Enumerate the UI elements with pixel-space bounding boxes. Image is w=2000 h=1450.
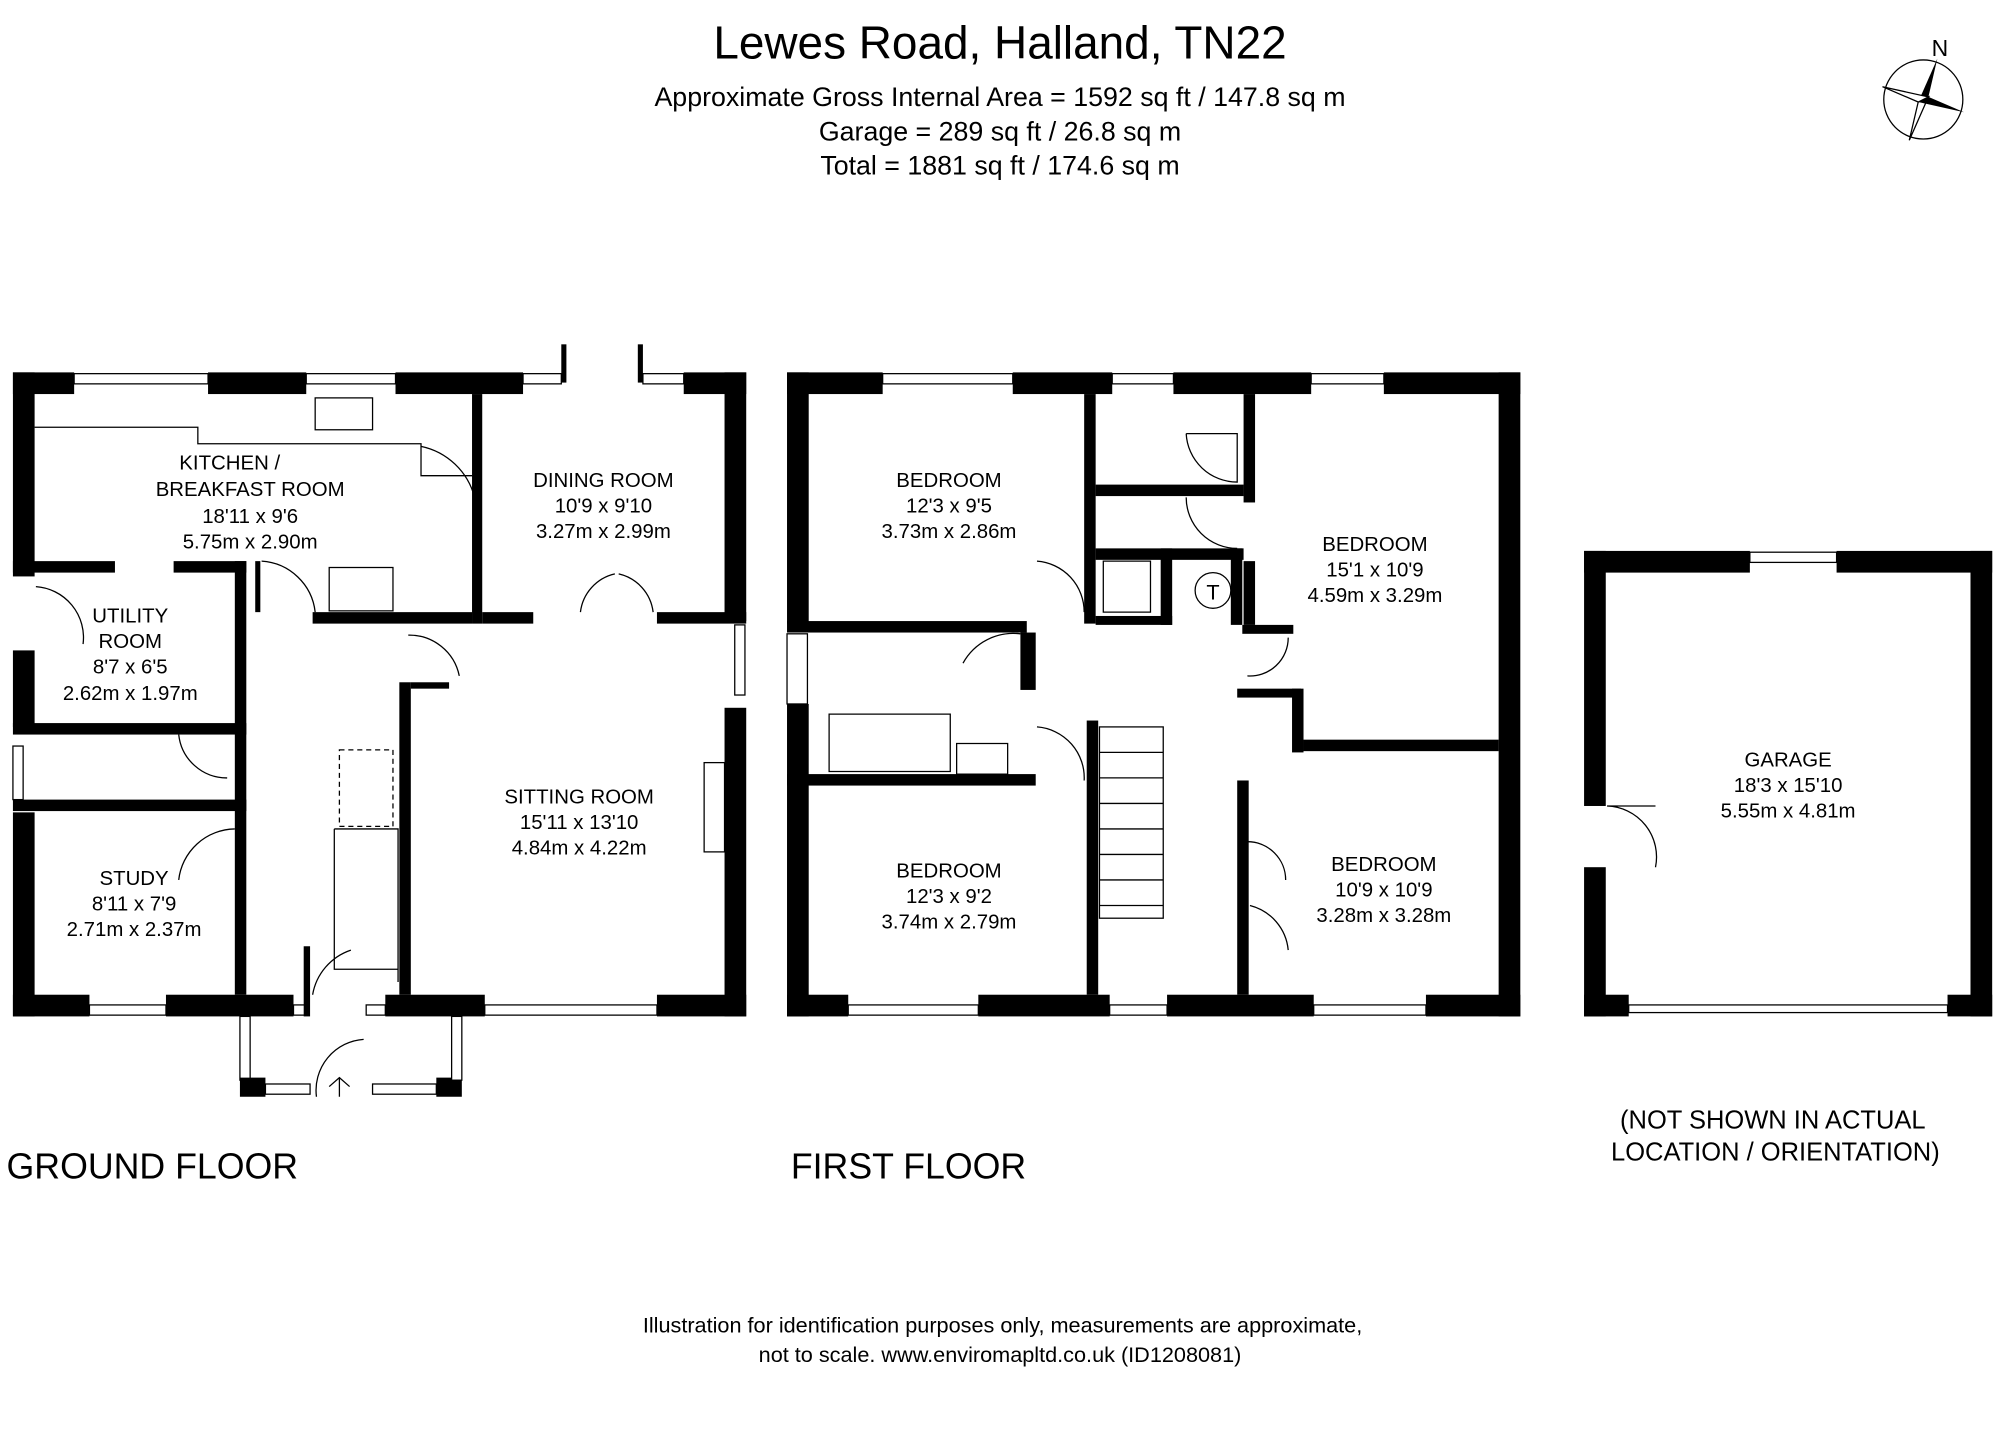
- ground-floor-plan: GROUND FLOOR KITCHEN / BREAKFAST ROOM 18…: [7, 344, 747, 1186]
- plan-title: Lewes Road, Halland, TN22: [713, 17, 1286, 69]
- svg-text:10'9 x 9'10: 10'9 x 9'10: [555, 496, 652, 518]
- svg-text:ROOM: ROOM: [99, 631, 162, 653]
- svg-text:10'9 x 10'9: 10'9 x 10'9: [1335, 880, 1432, 902]
- garage-plan: GARAGE 18'3 x 15'10 5.55m x 4.81m (NOT S…: [1584, 550, 1993, 1167]
- ground-floor-label: GROUND FLOOR: [7, 1146, 298, 1186]
- disclaimer-line1: Illustration for identification purposes…: [643, 1313, 1362, 1338]
- room-study: STUDY 8'11 x 7'9 2.71m x 2.37m: [67, 868, 202, 941]
- gross-area: Approximate Gross Internal Area = 1592 s…: [654, 82, 1345, 112]
- svg-text:15'11 x 13'10: 15'11 x 13'10: [520, 812, 639, 834]
- svg-text:SITTING ROOM: SITTING ROOM: [504, 786, 654, 808]
- svg-text:3.28m x 3.28m: 3.28m x 3.28m: [1316, 905, 1451, 927]
- svg-text:12'3 x 9'2: 12'3 x 9'2: [906, 886, 992, 908]
- room-bedroom-4: BEDROOM 10'9 x 10'9 3.28m x 3.28m: [1316, 854, 1451, 927]
- disclaimer-line2: not to scale. www.enviromapltd.co.uk (ID…: [759, 1342, 1242, 1367]
- garage-area: Garage = 289 sq ft / 26.8 sq m: [819, 116, 1181, 146]
- garage-note-line2: LOCATION / ORIENTATION): [1611, 1139, 1940, 1167]
- room-bedroom-2: BEDROOM 15'1 x 10'9 4.59m x 3.29m: [1307, 534, 1442, 607]
- svg-text:3.74m x 2.79m: 3.74m x 2.79m: [882, 911, 1017, 933]
- first-floor-plan: T FIRST FLOOR BEDROOM 12'3 x 9'5 3.73m x…: [786, 372, 1521, 1186]
- room-bedroom-1: BEDROOM 12'3 x 9'5 3.73m x 2.86m: [882, 470, 1017, 543]
- room-bedroom-3: BEDROOM 12'3 x 9'2 3.74m x 2.79m: [882, 860, 1017, 933]
- first-floor-label: FIRST FLOOR: [791, 1146, 1026, 1186]
- svg-text:8'7 x 6'5: 8'7 x 6'5: [93, 656, 168, 678]
- svg-text:2.71m x 2.37m: 2.71m x 2.37m: [67, 919, 202, 941]
- svg-text:12'3 x 9'5: 12'3 x 9'5: [906, 496, 992, 518]
- svg-text:BEDROOM: BEDROOM: [1331, 854, 1436, 876]
- svg-text:15'1 x 10'9: 15'1 x 10'9: [1326, 559, 1423, 581]
- svg-text:STUDY: STUDY: [100, 868, 170, 890]
- compass-icon: N: [1882, 35, 1965, 141]
- svg-text:18'11 x 9'6: 18'11 x 9'6: [202, 506, 298, 528]
- svg-text:8'11 x 7'9: 8'11 x 7'9: [92, 894, 176, 916]
- svg-text:GARAGE: GARAGE: [1745, 749, 1832, 771]
- room-dining: DINING ROOM 10'9 x 9'10 3.27m x 2.99m: [533, 470, 673, 543]
- garage-note-line1: (NOT SHOWN IN ACTUAL: [1620, 1107, 1926, 1135]
- svg-text:BEDROOM: BEDROOM: [896, 470, 1001, 492]
- room-kitchen: KITCHEN / BREAKFAST ROOM 18'11 x 9'6 5.7…: [156, 452, 345, 553]
- room-sitting: SITTING ROOM 15'11 x 13'10 4.84m x 4.22m: [504, 786, 654, 859]
- room-garage: GARAGE 18'3 x 15'10 5.55m x 4.81m: [1721, 749, 1856, 822]
- svg-text:BREAKFAST ROOM: BREAKFAST ROOM: [156, 479, 345, 501]
- svg-text:KITCHEN /: KITCHEN /: [179, 452, 280, 474]
- svg-text:UTILITY: UTILITY: [92, 605, 168, 627]
- svg-text:BEDROOM: BEDROOM: [896, 860, 1001, 882]
- svg-text:4.59m x 3.29m: 4.59m x 3.29m: [1307, 585, 1442, 607]
- room-utility: UTILITY ROOM 8'7 x 6'5 2.62m x 1.97m: [63, 605, 198, 705]
- svg-text:3.27m x 2.99m: 3.27m x 2.99m: [536, 521, 671, 543]
- compass-north-label: N: [1932, 35, 1949, 61]
- svg-text:BEDROOM: BEDROOM: [1322, 534, 1427, 556]
- total-area: Total = 1881 sq ft / 174.6 sq m: [820, 151, 1179, 181]
- water-tank-label: T: [1206, 579, 1219, 604]
- svg-text:5.75m x 2.90m: 5.75m x 2.90m: [183, 531, 318, 553]
- svg-text:4.84m x 4.22m: 4.84m x 4.22m: [512, 837, 647, 859]
- svg-text:DINING ROOM: DINING ROOM: [533, 470, 673, 492]
- svg-text:18'3 x 15'10: 18'3 x 15'10: [1734, 775, 1843, 797]
- svg-text:2.62m x 1.97m: 2.62m x 1.97m: [63, 683, 198, 705]
- svg-text:3.73m x 2.86m: 3.73m x 2.86m: [882, 521, 1017, 543]
- svg-text:5.55m x 4.81m: 5.55m x 4.81m: [1721, 800, 1856, 822]
